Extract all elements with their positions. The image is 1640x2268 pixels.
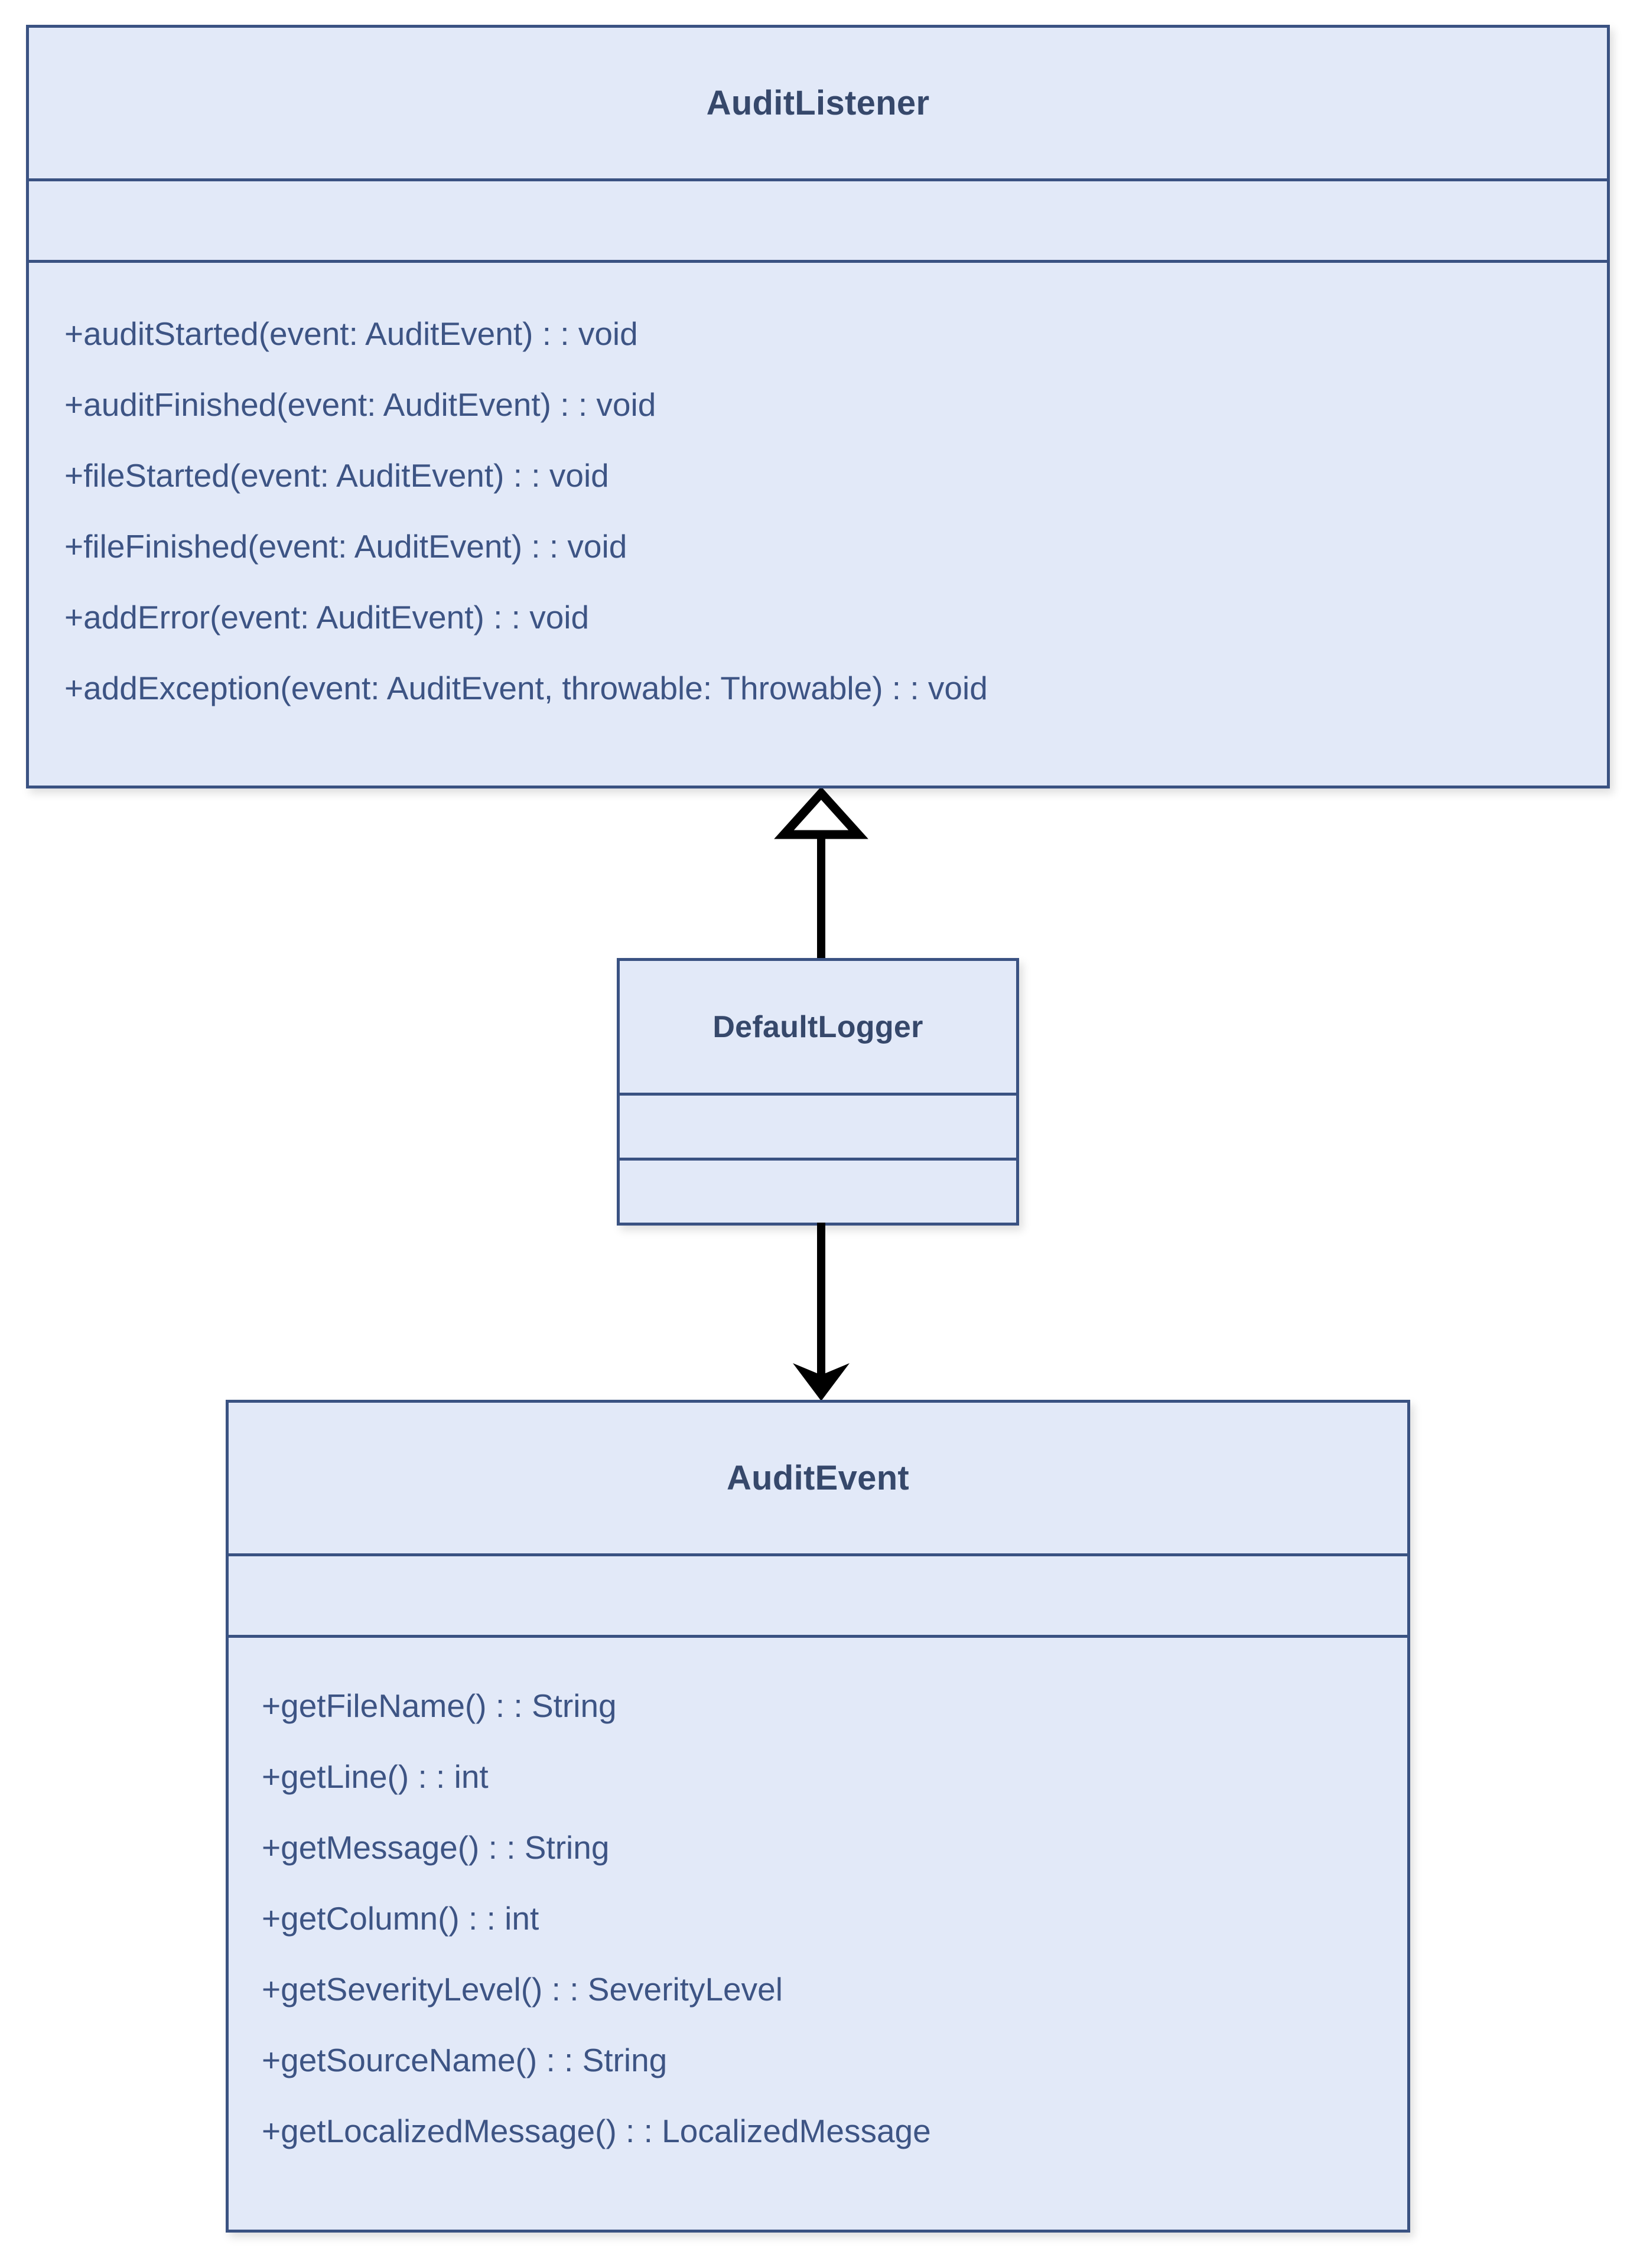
operation-row: +getFileName() : : String (262, 1687, 617, 1724)
class-name-audit-listener: AuditListener (706, 84, 930, 122)
connector-dependency-arrow (793, 1223, 850, 1401)
hollow-triangle-arrowhead-icon (774, 788, 868, 839)
operation-row: +auditFinished(event: AuditEvent) : : vo… (64, 386, 656, 423)
operation-row: +addException(event: AuditEvent, throwab… (64, 670, 988, 706)
attributes-compartment-audit-event (229, 1553, 1407, 1635)
operation-row: +getLine() : : int (262, 1758, 489, 1795)
uml-class-default-logger[interactable]: DefaultLogger (617, 958, 1019, 1226)
operation-row: +getLocalizedMessage() : : LocalizedMess… (262, 2113, 931, 2149)
operation-row: +getColumn() : : int (262, 1900, 539, 1937)
attributes-compartment-default-logger (620, 1093, 1016, 1158)
operations-compartment-audit-listener: +auditStarted(event: AuditEvent) : : voi… (29, 260, 1607, 724)
operation-row: +getMessage() : : String (262, 1829, 610, 1866)
connector-generalization-arrow (774, 788, 868, 961)
class-name-audit-event: AuditEvent (726, 1459, 910, 1497)
uml-class-audit-event[interactable]: AuditEvent +getFileName() : : String +ge… (226, 1400, 1410, 2233)
class-name-default-logger: DefaultLogger (712, 1009, 923, 1044)
operation-row: +fileFinished(event: AuditEvent) : : voi… (64, 528, 627, 565)
operation-row: +fileStarted(event: AuditEvent) : : void (64, 457, 609, 494)
operation-row: +getSourceName() : : String (262, 2042, 668, 2078)
operation-row: +getSeverityLevel() : : SeverityLevel (262, 1971, 783, 2008)
solid-arrowhead-icon (793, 1363, 850, 1401)
operation-row: +addError(event: AuditEvent) : : void (64, 599, 590, 636)
operation-row: +auditStarted(event: AuditEvent) : : voi… (64, 315, 638, 352)
uml-class-audit-listener[interactable]: AuditListener +auditStarted(event: Audit… (26, 25, 1610, 788)
operations-compartment-default-logger (620, 1158, 1016, 1223)
operations-compartment-audit-event: +getFileName() : : String +getLine() : :… (229, 1635, 1407, 2166)
attributes-compartment-audit-listener (29, 178, 1607, 260)
